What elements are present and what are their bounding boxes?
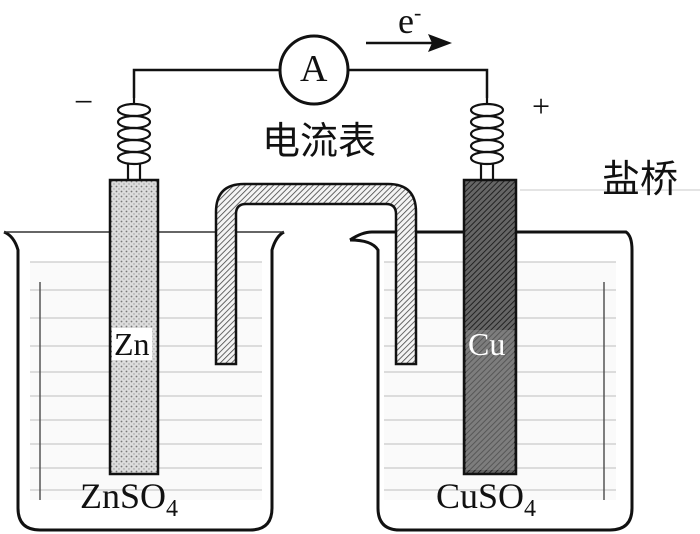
left-coil bbox=[116, 98, 152, 180]
salt-bridge bbox=[214, 182, 418, 366]
zinc-electrode-label: Zn bbox=[112, 326, 152, 362]
right-solution-label: CuSO4 bbox=[436, 478, 536, 521]
right-solution-formula: CuSO bbox=[436, 476, 525, 516]
copper-electrode bbox=[462, 178, 518, 476]
ammeter-symbol: A bbox=[300, 48, 328, 90]
ammeter-circle bbox=[278, 34, 350, 106]
right-beaker bbox=[349, 230, 634, 532]
salt-bridge-label: 盐桥 bbox=[602, 157, 679, 201]
left-solution-subscript: 4 bbox=[166, 496, 179, 523]
left-solution-label: ZnSO4 bbox=[80, 478, 178, 521]
electron-flow-arrow-icon bbox=[366, 34, 452, 52]
circuit-wire bbox=[132, 68, 280, 98]
negative-terminal-label: − bbox=[74, 84, 94, 121]
ammeter-caption: 电流表 bbox=[262, 119, 377, 163]
left-beaker bbox=[3, 230, 285, 532]
electron-charge: - bbox=[413, 0, 422, 25]
circuit-wire-right bbox=[348, 68, 489, 98]
copper-electrode-lower bbox=[466, 330, 514, 470]
zinc-electrode bbox=[108, 178, 160, 476]
positive-terminal-label: + bbox=[532, 88, 551, 124]
right-coil bbox=[469, 98, 505, 180]
copper-electrode-label: Cu bbox=[468, 326, 506, 362]
electron-base: e bbox=[398, 1, 414, 41]
electron-symbol: e- bbox=[398, 0, 422, 41]
right-solution-subscript: 4 bbox=[524, 496, 537, 523]
left-solution-formula: ZnSO bbox=[80, 476, 167, 516]
